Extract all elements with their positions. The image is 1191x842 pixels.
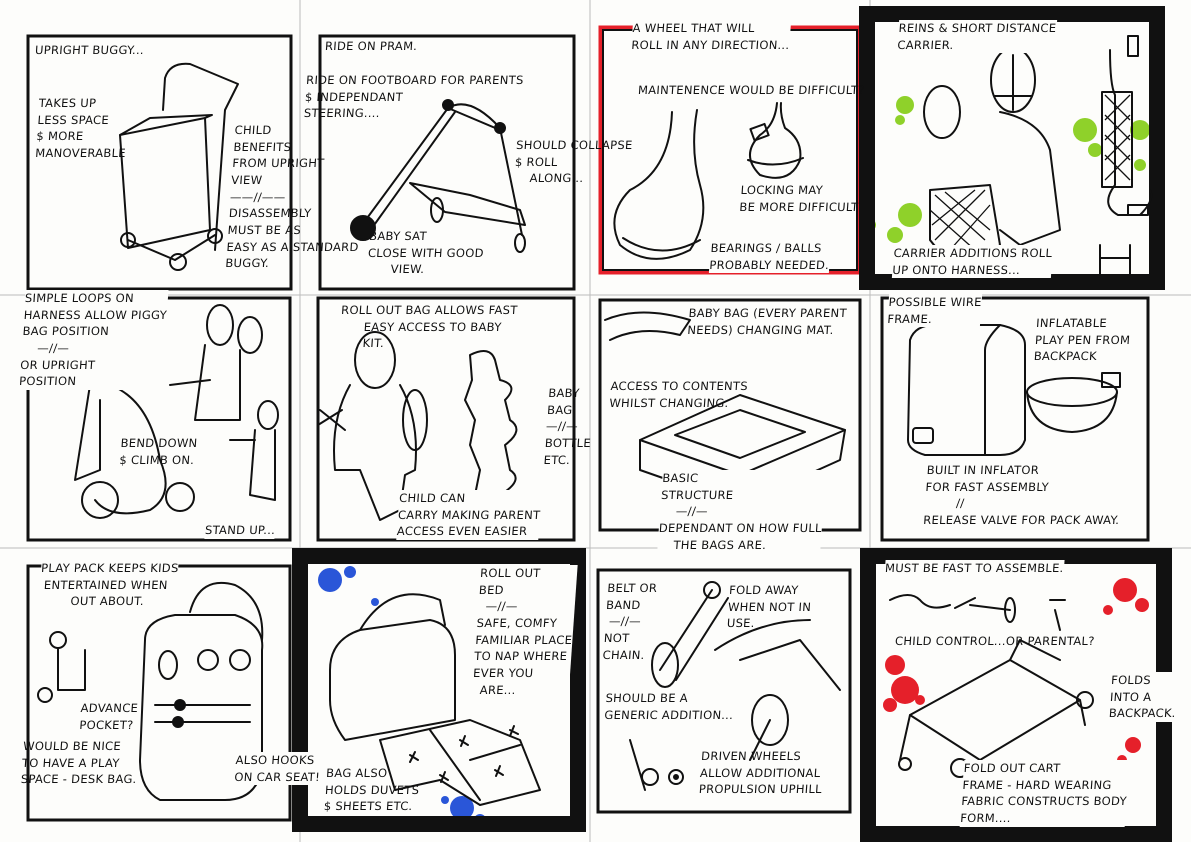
upright-buggy-sketch (119, 62, 239, 271)
panel-4-note: CARRIER ADDITIONS ROLL UP ONTO HARNESS..… (891, 245, 1053, 279)
panel-12-note: FOLDS INTO A BACKPACK. (1108, 672, 1179, 723)
panel-12-title: MUST BE FAST TO ASSEMBLE. (884, 560, 1065, 577)
panel-12-note: FOLD OUT CART FRAME - HARD WEARING FABRI… (959, 760, 1130, 827)
reins-carrier-sketch (923, 35, 1153, 276)
panel-6-title: ROLL OUT BAG ALLOWS FAST EASY ACCESS TO … (338, 303, 519, 351)
panel-11-note: FOLD AWAY WHEN NOT IN USE. (726, 583, 812, 631)
green-splashes (864, 96, 1150, 243)
panel-7-note: BASIC STRUCTURE —//— DEPENDANT ON HOW FU… (657, 470, 826, 554)
panel-8-note: BUILT IN INFLATOR FOR FAST ASSEMBLY // R… (922, 463, 1120, 528)
roll-out-bag-sketch (317, 331, 518, 521)
panel-7-note: ACCESS TO CONTENTS WHILST CHANGING. (608, 379, 749, 410)
panel-3-note: LOCKING MAY BE MORE DIFFICULT (738, 183, 859, 214)
panel-1-note: CHILD BENEFITS FROM UPRIGHT VIEW ——//—— … (224, 123, 360, 271)
panel-9-title: PLAY PACK KEEPS KIDS ENTERTAINED WHEN OU… (38, 560, 180, 611)
red-splashes (883, 578, 1149, 765)
panel-11-note: SHOULD BE A GENERIC ADDITION... (603, 691, 734, 722)
panel-9-note: WOULD BE NICE TO HAVE A PLAY SPACE - DES… (20, 739, 138, 787)
driven-wheels-sketch (629, 581, 841, 791)
panel-3-note: MAINTENENCE WOULD BE DIFFICULT? (637, 83, 866, 97)
panel-2-note: BABY SAT CLOSE WITH GOOD VIEW. (366, 229, 485, 277)
panel-3-note: BEARINGS / BALLS PROBABLY NEEDED. (708, 240, 831, 274)
panel-11-title: BELT OR BAND —//— NOT CHAIN. (602, 581, 658, 662)
panel-8-title: POSSIBLE WIRE FRAME. (886, 294, 983, 328)
panel-2-title: RIDE ON PRAM. (324, 39, 418, 53)
panel-5-note: STAND UP... (204, 522, 276, 539)
inflatable-playpen-sketch (907, 324, 1121, 456)
panel-9-note: ADVANCE POCKET? (78, 701, 139, 732)
panel-1-title: UPRIGHT BUGGY... (34, 43, 145, 57)
ride-on-pram-sketch (350, 99, 526, 253)
panel-2-note: RIDE ON FOOTBOARD FOR PARENTS $ INDEPEND… (303, 73, 525, 121)
panel-6-note: CHILD CAN CARRY MAKING PARENT ACCESS EVE… (396, 490, 543, 541)
panel-2-note: SHOULD COLLAPSE $ ROLL ALONG... (513, 138, 634, 186)
fold-out-cart-sketch (889, 594, 1094, 781)
panel-4-title: REINS & SHORT DISTANCE CARRIER. (896, 20, 1057, 54)
panel-12-note: CHILD CONTROL...OR PARENTAL? (894, 634, 1096, 648)
panel-10-title: ROLL OUT BED —//— SAFE, COMFY FAMILIAR P… (471, 565, 578, 699)
panel-7-title: BABY BAG (EVERY PARENT NEEDS) CHANGING M… (686, 306, 848, 337)
roll-out-bed-sketch (329, 593, 541, 806)
panel-6-note: BABY BAG —//— BOTTLE ETC. (543, 386, 592, 467)
piggyback-figures-sketch (74, 304, 279, 519)
panel-11-note: DRIVEN WHEELS ALLOW ADDITIONAL PROPULSIO… (698, 749, 823, 797)
panel-1-note: TAKES UP LESS SPACE $ MORE MANOVERABLE (34, 96, 127, 161)
carrier-mesh (929, 94, 1131, 251)
panel-5-note: BEND DOWN $ CLIMB ON. (118, 436, 198, 467)
panel-10-note: BAG ALSO HOLDS DUVETS $ SHEETS ETC. (323, 766, 420, 814)
panel-5-title: SIMPLE LOOPS ON HARNESS ALLOW PIGGY BAG … (18, 290, 169, 391)
omni-wheel-sketch (613, 102, 804, 260)
panel-8-note: INFLATABLE PLAY PEN FROM BACKPACK (1033, 316, 1131, 364)
panel-9-note: ALSO HOOKS ON CAR SEAT! (233, 752, 322, 786)
panel-3-title: A WHEEL THAT WILL ROLL IN ANY DIRECTION.… (630, 20, 792, 54)
